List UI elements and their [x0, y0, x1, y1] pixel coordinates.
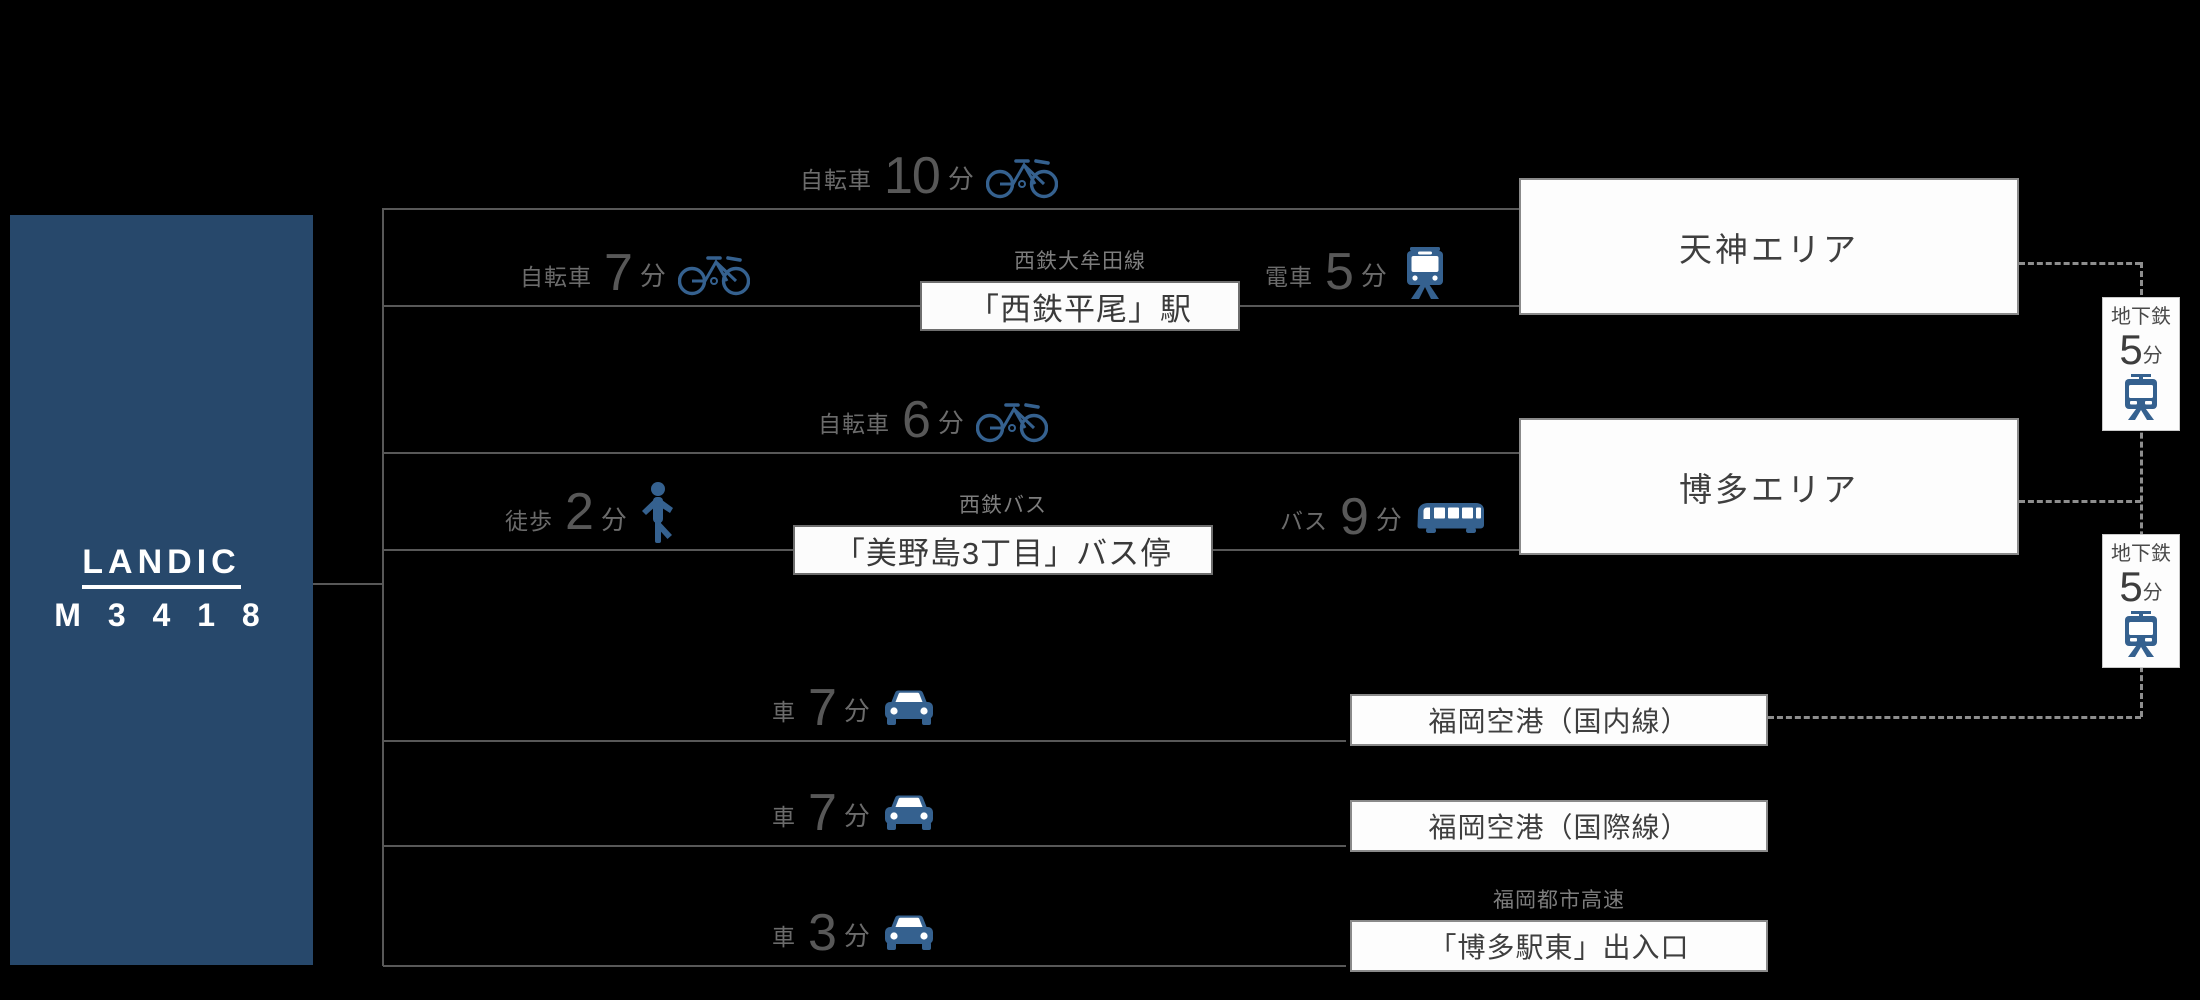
brand-name: LANDIC	[82, 544, 241, 590]
leg-mode-label: 車	[772, 924, 796, 950]
subway-chip-duration: 5 分	[2119, 326, 2163, 373]
leg-minutes: 10	[884, 147, 941, 205]
brand-building-number: M 3 4 1 8	[54, 597, 269, 634]
destination-tenjin-area[interactable]: 天神エリア	[1519, 178, 2019, 315]
brand-to-spine-connector	[313, 583, 383, 585]
leg-car-7-international: 車 7 分	[772, 787, 936, 845]
leg-minutes: 5	[1325, 243, 1354, 301]
leg-train-5: 電車 5 分	[1265, 245, 1451, 305]
subway-chip-minutes: 5	[2119, 326, 2143, 373]
leg-mode-label: 車	[772, 699, 796, 725]
node-nishitetsu-hirao-station[interactable]: 「西鉄平尾」駅	[920, 281, 1240, 331]
train-front-icon	[1399, 245, 1451, 299]
leg-unit: 分	[639, 261, 666, 291]
node-minoshima-3chome-busstop[interactable]: 「美野島3丁目」バス停	[793, 525, 1213, 575]
car-icon	[882, 794, 936, 832]
leg-mode-label: バス	[1280, 508, 1328, 534]
pedestrian-icon	[639, 481, 677, 543]
leg-mode-label: 車	[772, 804, 796, 830]
subway-chip-unit: 分	[2142, 581, 2163, 604]
leg-mode-label: 電車	[1265, 264, 1313, 290]
leg-bike-6: 自転車 6 分	[818, 394, 1048, 452]
leg-mode-label: 自転車	[520, 264, 592, 290]
subway-chip-upper[interactable]: 地下鉄 5 分	[2102, 297, 2180, 431]
subway-chip-label: 地下鉄	[2111, 543, 2171, 565]
leg-minutes: 6	[902, 391, 931, 449]
leg-unit: 分	[1375, 505, 1402, 535]
dashed-connector-subway-vertical	[2140, 262, 2143, 717]
landic-brand-panel: LANDIC M 3 4 1 8	[10, 215, 313, 965]
leg-unit: 分	[600, 505, 627, 535]
destination-hakataekihigashi-entrance[interactable]: 「博多駅東」出入口	[1350, 920, 1768, 972]
destination-hakata-area[interactable]: 博多エリア	[1519, 418, 2019, 555]
dashed-connector-hakata-to-subway	[2019, 500, 2141, 503]
bicycle-icon	[985, 153, 1058, 199]
subway-chip-lower[interactable]: 地下鉄 5 分	[2102, 534, 2180, 668]
route-spine	[382, 208, 384, 966]
leg-bike-7: 自転車 7 分	[520, 247, 750, 305]
car-icon	[882, 689, 936, 727]
leg-minutes: 2	[565, 483, 594, 541]
brand-lockup: LANDIC M 3 4 1 8	[54, 544, 269, 636]
subway-chip-label: 地下鉄	[2111, 306, 2171, 328]
car-icon	[882, 914, 936, 952]
leg-unit: 分	[843, 921, 870, 951]
leg-mode-label: 自転車	[800, 167, 872, 193]
leg-unit: 分	[843, 801, 870, 831]
leg-bus-9: バス 9 分	[1280, 491, 1486, 549]
dashed-connector-airport-to-subway	[1768, 716, 2141, 719]
leg-unit: 分	[947, 164, 974, 194]
leg-unit: 分	[937, 408, 964, 438]
node-caption-nishitetsu-omuta-line: 西鉄大牟田線	[1014, 250, 1146, 273]
leg-mode-label: 徒歩	[505, 508, 553, 534]
subway-chip-minutes: 5	[2119, 563, 2143, 610]
node-caption-nishitetsu-bus: 西鉄バス	[959, 494, 1047, 517]
dashed-connector-tenjin-to-subway	[2019, 262, 2141, 265]
leg-unit: 分	[843, 696, 870, 726]
route-line-car7a	[383, 740, 1346, 742]
subway-train-icon	[2118, 609, 2164, 657]
subway-chip-unit: 分	[2142, 344, 2163, 367]
bicycle-icon	[975, 397, 1048, 443]
leg-walk-2: 徒歩 2 分	[505, 481, 677, 549]
route-line-bike6	[383, 452, 1529, 454]
leg-minutes: 9	[1340, 488, 1369, 546]
leg-minutes: 3	[808, 904, 837, 962]
route-line-car3	[383, 965, 1346, 967]
leg-minutes: 7	[604, 244, 633, 302]
leg-minutes: 7	[808, 784, 837, 842]
bus-side-icon	[1414, 499, 1486, 535]
destination-caption-fukuoka-expressway: 福岡都市高速	[1493, 889, 1625, 912]
route-line-bike10	[383, 208, 1529, 210]
bicycle-icon	[677, 250, 750, 296]
leg-mode-label: 自転車	[818, 411, 890, 437]
destination-fukuoka-airport-international[interactable]: 福岡空港（国際線）	[1350, 800, 1768, 852]
leg-car-7-domestic: 車 7 分	[772, 682, 936, 740]
subway-chip-duration: 5 分	[2119, 563, 2163, 610]
route-line-car7b	[383, 845, 1346, 847]
subway-train-icon	[2118, 372, 2164, 420]
destination-fukuoka-airport-domestic[interactable]: 福岡空港（国内線）	[1350, 694, 1768, 746]
leg-minutes: 7	[808, 679, 837, 737]
leg-bike-10: 自転車 10 分	[800, 150, 1058, 208]
leg-unit: 分	[1360, 261, 1387, 291]
leg-car-3-expressway: 車 3 分	[772, 907, 936, 965]
